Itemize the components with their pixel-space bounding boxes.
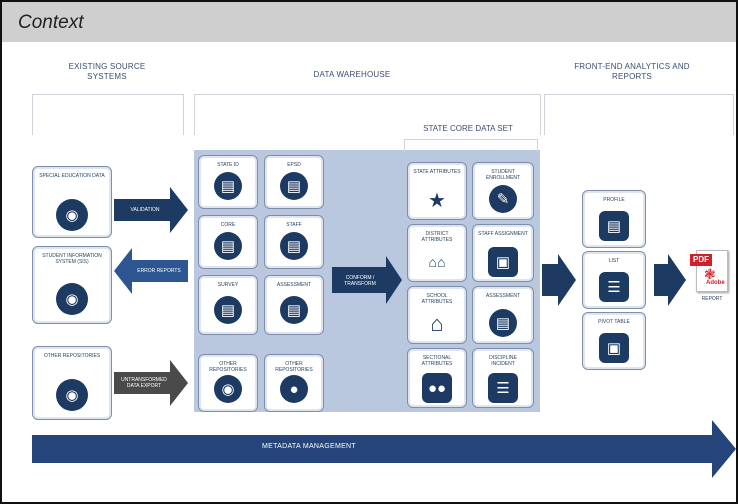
- metadata-management-bar: METADATA MANAGEMENT: [32, 424, 732, 476]
- card-label: OTHER REPOSITORIES: [275, 361, 313, 373]
- warehouse-card-assessment[interactable]: ASSESSMENT ▤: [264, 275, 324, 335]
- card-label: DISTRICT ATTRIBUTES: [421, 231, 453, 243]
- teacher-icon: ▣: [488, 247, 518, 277]
- state-core-heading: STATE CORE DATA SET: [423, 124, 513, 133]
- state-card-discipline-incident[interactable]: DISCIPLINE INCIDENT ☰: [472, 348, 534, 408]
- pdf-badge: PDF: [690, 254, 712, 266]
- card-label: DISCIPLINE INCIDENT: [489, 355, 517, 367]
- validation-arrow: [114, 187, 188, 233]
- error-reports-arrow: [114, 248, 188, 294]
- database-icon: ▤: [214, 232, 242, 260]
- state-card-sectional-attributes[interactable]: SECTIONAL ATTRIBUTES ●●: [407, 348, 467, 408]
- card-label: PIVOT TABLE: [598, 319, 630, 325]
- database-icon: ▤: [489, 309, 517, 337]
- card-label: OTHER REPOSITORIES: [209, 361, 247, 373]
- state-card-staff-assignment[interactable]: STAFF ASSIGNMENT ▣: [472, 224, 534, 282]
- network-icon: ◉: [56, 199, 88, 231]
- pencil-icon: ✎: [489, 185, 517, 213]
- house-icon: ⌂: [422, 309, 452, 339]
- source-card-sis[interactable]: STUDENT INFORMATION SYSTEM (SIS) ◉: [32, 246, 112, 324]
- untransformed-label: UNTRANSFORMED DATA EXPORT: [121, 377, 167, 389]
- card-label: ASSESSMENT: [485, 293, 521, 299]
- untransformed-arrow: [114, 360, 188, 406]
- card-label: CORE: [220, 222, 236, 228]
- checklist-icon: ☰: [488, 373, 518, 403]
- card-label: EPSD: [287, 162, 301, 168]
- card-label: OTHER REPOSITORIES: [43, 353, 101, 359]
- pdf-report-icon[interactable]: PDF ❃ Adobe REPORT: [690, 246, 734, 316]
- warehouse-card-other-repositories-1[interactable]: OTHER REPOSITORIES ◉: [198, 354, 258, 412]
- folder-icon: ▤: [599, 211, 629, 241]
- to-reports-arrow: [542, 254, 576, 306]
- card-label: STATE ID: [217, 162, 239, 168]
- source-systems-heading: EXISTING SOURCE SYSTEMS: [68, 62, 146, 81]
- card-label: LIST: [608, 258, 620, 264]
- card-label: STUDENT INFORMATION SYSTEM (SIS): [42, 253, 102, 265]
- metadata-label: METADATA MANAGEMENT: [262, 443, 356, 450]
- source-card-other[interactable]: OTHER REPOSITORIES ◉: [32, 346, 112, 420]
- pdf-brand: Adobe: [706, 280, 725, 286]
- warehouse-card-survey[interactable]: SURVEY ▤: [198, 275, 258, 335]
- state-card-district-attributes[interactable]: DISTRICT ATTRIBUTES ⌂⌂: [407, 224, 467, 282]
- report-card-profile[interactable]: PROFILE ▤: [582, 190, 646, 248]
- database-icon: ▤: [214, 172, 242, 200]
- document-icon: ☰: [599, 272, 629, 302]
- conform-label: CONFORM / TRANSFORM: [344, 275, 376, 287]
- front-end-heading: FRONT-END ANALYTICS AND REPORTS: [574, 62, 690, 81]
- conform-arrow: [332, 256, 402, 304]
- card-label: PROFILE: [603, 197, 625, 203]
- header-bar: Context: [2, 2, 736, 42]
- header-title: Context: [18, 12, 84, 33]
- error-reports-label: ERROR REPORTS: [137, 268, 181, 274]
- card-label: SECTIONAL ATTRIBUTES: [421, 355, 453, 367]
- report-card-pivot-table[interactable]: PIVOT TABLE ▣: [582, 312, 646, 370]
- texas-icon: ★: [422, 185, 452, 215]
- report-card-list[interactable]: LIST ☰: [582, 251, 646, 309]
- data-warehouse-heading: DATA WAREHOUSE: [313, 70, 391, 79]
- state-card-state-attributes[interactable]: STATE ATTRIBUTES ★: [407, 162, 467, 220]
- to-pdf-arrow: [654, 254, 686, 306]
- state-card-school-attributes[interactable]: SCHOOL ATTRIBUTES ⌂: [407, 286, 467, 344]
- metadata-arrow: [32, 420, 736, 478]
- card-label: SCHOOL ATTRIBUTES: [421, 293, 453, 305]
- warehouse-bracket: [194, 94, 541, 135]
- network-icon: ◉: [56, 283, 88, 315]
- card-label: STATE ATTRIBUTES: [413, 169, 461, 175]
- card-label: STAFF ASSIGNMENT: [478, 231, 528, 237]
- database-icon: ▤: [280, 232, 308, 260]
- database-icon: ▤: [214, 296, 242, 324]
- presenter-icon: ▣: [599, 333, 629, 363]
- warehouse-card-epsd[interactable]: EPSD ▤: [264, 155, 324, 209]
- validation-label: VALIDATION: [130, 207, 160, 213]
- state-card-student-enrollment[interactable]: STUDENT ENROLLMENT ✎: [472, 162, 534, 220]
- people-icon: ●●: [422, 373, 452, 403]
- state-card-assessment[interactable]: ASSESSMENT ▤: [472, 286, 534, 344]
- card-label: SURVEY: [217, 282, 239, 288]
- warehouse-card-staff[interactable]: STAFF ▤: [264, 215, 324, 269]
- network-icon: ◉: [214, 375, 242, 403]
- database-icon: ▤: [280, 172, 308, 200]
- warehouse-card-core[interactable]: CORE ▤: [198, 215, 258, 269]
- source-card-special-education[interactable]: SPECIAL EDUCATION DATA ◉: [32, 166, 112, 238]
- state-core-bracket: [404, 139, 538, 152]
- houses-icon: ⌂⌂: [422, 247, 452, 277]
- warehouse-card-state-id[interactable]: STATE ID ▤: [198, 155, 258, 209]
- frontend-bracket: [544, 94, 734, 135]
- database-icon: ▤: [280, 296, 308, 324]
- acrobat-icon: ❃: [704, 266, 716, 282]
- warehouse-card-other-repositories-2[interactable]: OTHER REPOSITORIES ●: [264, 354, 324, 412]
- card-label: STAFF: [286, 222, 302, 228]
- card-label: SPECIAL EDUCATION DATA: [39, 173, 105, 179]
- card-label: ASSESSMENT: [276, 282, 312, 288]
- card-label: STUDENT ENROLLMENT: [485, 169, 521, 181]
- source-bracket: [32, 94, 184, 135]
- node-icon: ●: [280, 375, 308, 403]
- network-icon: ◉: [56, 379, 88, 411]
- pdf-caption: REPORT: [701, 296, 723, 302]
